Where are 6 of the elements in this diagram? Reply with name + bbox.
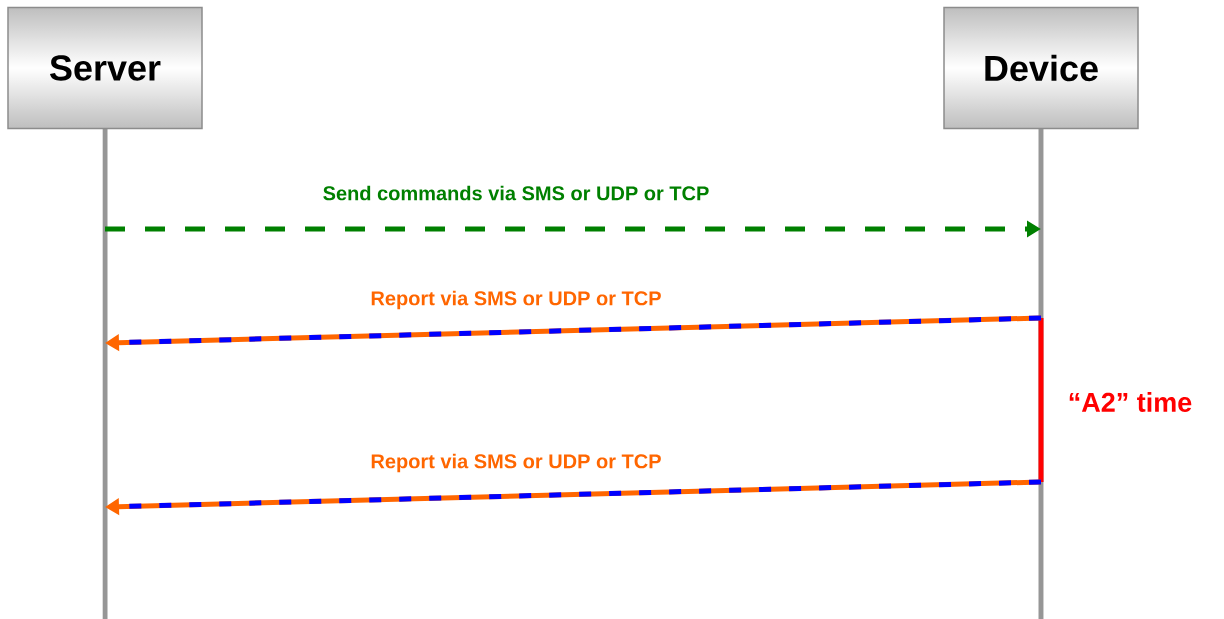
edge-label: Send commands via SMS or UDP or TCP <box>321 184 711 202</box>
participant-box: Server <box>7 6 203 130</box>
participant-box: Device <box>943 6 1139 130</box>
time-label: “A2” time <box>1069 392 1192 412</box>
edge-label: Report via SMS or UDP or TCP <box>369 452 663 474</box>
edge-label: Report via SMS or UDP or TCP <box>369 289 663 311</box>
